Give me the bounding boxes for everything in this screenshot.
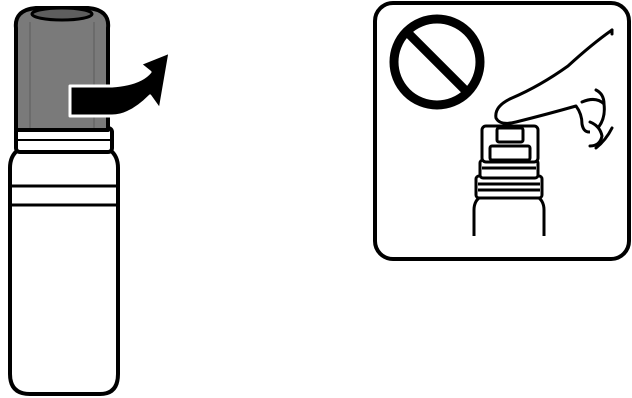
ink-bottle-icon: [10, 128, 118, 394]
bottle-body: [10, 146, 118, 394]
bottle-nozzle-icon: [474, 126, 544, 236]
